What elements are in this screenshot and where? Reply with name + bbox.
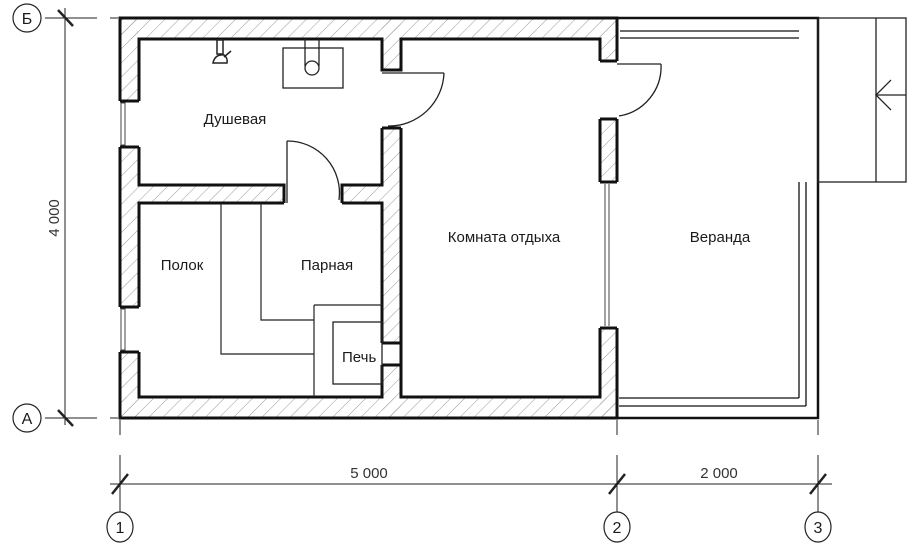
dimension-width-veranda: 2 000 xyxy=(700,465,738,482)
bench-polok xyxy=(220,203,382,397)
dimension-height: 4 000 xyxy=(46,199,63,237)
walls xyxy=(120,18,617,418)
window-icon xyxy=(120,102,610,351)
door-swing-icon xyxy=(286,63,662,203)
veranda xyxy=(617,16,820,420)
stove xyxy=(332,321,383,385)
wall-outlines xyxy=(118,16,619,420)
room-label-veranda: Веранда xyxy=(690,229,751,246)
dimension-width-main: 5 000 xyxy=(350,465,388,482)
room-label-shelf: Полок xyxy=(161,257,204,274)
axis-label-row-b: Б xyxy=(22,11,33,28)
axis-markers xyxy=(12,3,832,543)
room-label-shower: Душевая xyxy=(204,111,267,128)
room-label-stove: Печь xyxy=(342,349,376,366)
room-label-rest: Комната отдыха xyxy=(448,229,561,246)
axis-label-col-3: 3 xyxy=(814,520,823,537)
stairs-arrow-icon xyxy=(817,17,907,183)
axis-label-row-a: А xyxy=(22,411,33,428)
axis-label-col-1: 1 xyxy=(116,520,125,537)
shower-head-icon xyxy=(212,39,232,64)
dimension-lines xyxy=(45,8,832,515)
room-label-steam: Парная xyxy=(301,257,353,274)
axis-label-col-2: 2 xyxy=(613,520,622,537)
sink-icon xyxy=(282,39,344,89)
